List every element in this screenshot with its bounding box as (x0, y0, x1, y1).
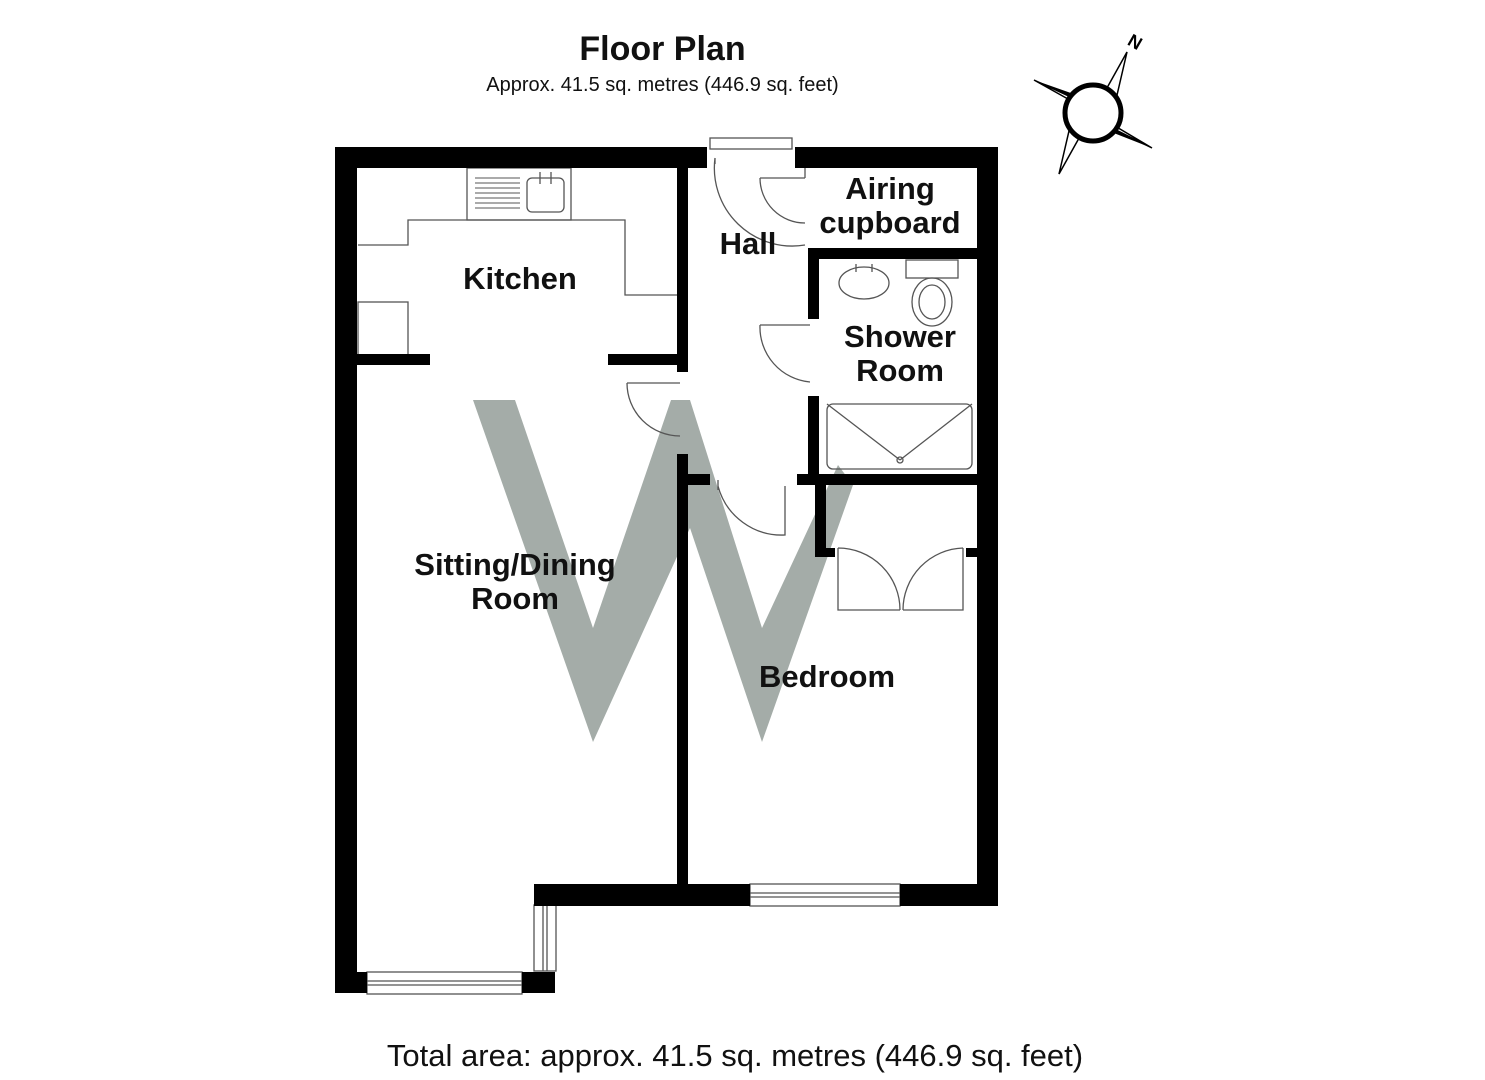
sitting-window-side (533, 904, 557, 972)
walls (335, 147, 998, 993)
room-label-hall: Hall (719, 226, 777, 261)
compass-icon: N (1033, 30, 1153, 175)
room-label-bedroom: Bedroom (758, 659, 896, 694)
toilet-cistern (905, 259, 959, 279)
kitchen-sink-bowl (526, 177, 565, 213)
wardrobe-doors (837, 547, 964, 611)
entrance-door-swing (713, 157, 806, 247)
room-label-kitchen: Kitchen (463, 261, 577, 296)
shower-door-swing (759, 324, 811, 383)
sitting-door-swing (626, 382, 681, 437)
airing-door-swing (759, 177, 806, 224)
watermark-logo (473, 400, 853, 742)
room-label-sitting-dining-room: Sitting/Dining Room (414, 547, 616, 616)
room-label-airing-cupboard: Airing cupboard (819, 171, 961, 240)
washbasin (838, 266, 890, 300)
bedroom-window (749, 883, 901, 907)
page-title: Floor Plan (579, 30, 746, 68)
room-label-shower-room: Shower Room (844, 319, 956, 388)
toilet-bowl (911, 277, 953, 327)
kitchen-appliance (357, 301, 409, 356)
total-area-footer: Total area: approx. 41.5 sq. metres (446… (386, 1038, 1084, 1073)
page-subtitle: Approx. 41.5 sq. metres (446.9 sq. feet) (486, 74, 839, 96)
sink-drainer (475, 177, 520, 209)
shower-tray (826, 403, 973, 470)
bedroom-door-swing (717, 480, 786, 536)
sitting-window-bottom (366, 971, 523, 995)
